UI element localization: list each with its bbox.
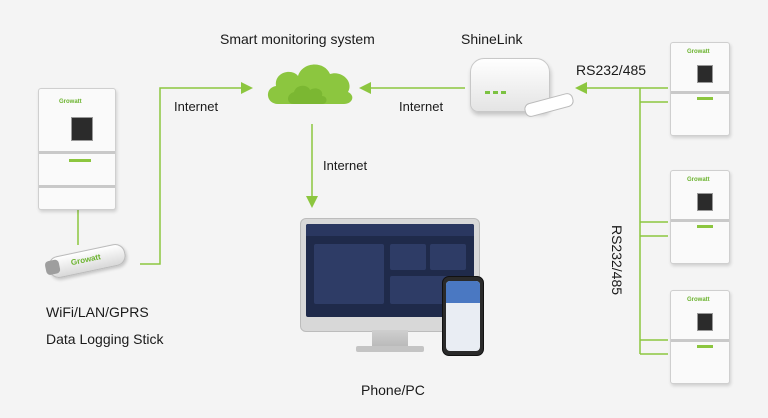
inverter-screen	[697, 193, 713, 211]
inverter-icon: Growatt	[38, 88, 116, 210]
inverter-icon: Growatt	[670, 290, 730, 384]
shinelink-label: ShineLink	[461, 31, 523, 47]
inverter-stripe	[39, 185, 115, 188]
inverter-brand: Growatt	[687, 49, 710, 55]
internet-label-down: Internet	[323, 158, 368, 173]
stick-brand: Growatt	[70, 252, 102, 268]
phone-screen	[446, 281, 480, 351]
internet-label-middle: Internet	[399, 99, 444, 114]
stick-label-line1: WiFi/LAN/GPRS	[46, 304, 149, 320]
inverter-brand: Growatt	[687, 297, 710, 303]
inverter-green-strip	[69, 159, 91, 162]
rs485-label-top: RS232/485	[576, 62, 647, 78]
inverter-stripe	[39, 151, 115, 154]
dashboard-topbar	[306, 224, 474, 236]
inverter-screen	[697, 65, 713, 83]
inverter-green-strip	[697, 345, 713, 348]
internet-label-left: Internet	[174, 99, 219, 114]
phone-header	[446, 281, 480, 303]
dashboard-tile	[430, 244, 466, 270]
phone-pc-label: Phone/PC	[361, 382, 425, 398]
dashboard-tile	[314, 244, 384, 304]
router-led	[485, 91, 490, 94]
stick-cap	[44, 258, 61, 276]
phone-icon	[442, 276, 484, 356]
cloud-icon	[267, 64, 353, 104]
router-led	[501, 91, 506, 94]
inverter-brand: Growatt	[59, 99, 82, 105]
router-led	[493, 91, 498, 94]
monitor-stand	[372, 330, 408, 348]
dashboard-tile	[390, 244, 426, 270]
rs485-label-vertical: RS232/485	[609, 224, 626, 296]
inverter-stripe	[671, 339, 729, 342]
inverter-stripe	[671, 219, 729, 222]
inverter-icon: Growatt	[670, 42, 730, 136]
inverter-screen	[71, 117, 93, 141]
monitor-base	[356, 346, 424, 352]
inverter-green-strip	[697, 97, 713, 100]
inverter-green-strip	[697, 225, 713, 228]
stick-label-line2: Data Logging Stick	[46, 331, 164, 347]
inverter-stripe	[671, 91, 729, 94]
smart-monitoring-label: Smart monitoring system	[220, 31, 375, 47]
inverter-icon: Growatt	[670, 170, 730, 264]
inverter-screen	[697, 313, 713, 331]
inverter-brand: Growatt	[687, 177, 710, 183]
